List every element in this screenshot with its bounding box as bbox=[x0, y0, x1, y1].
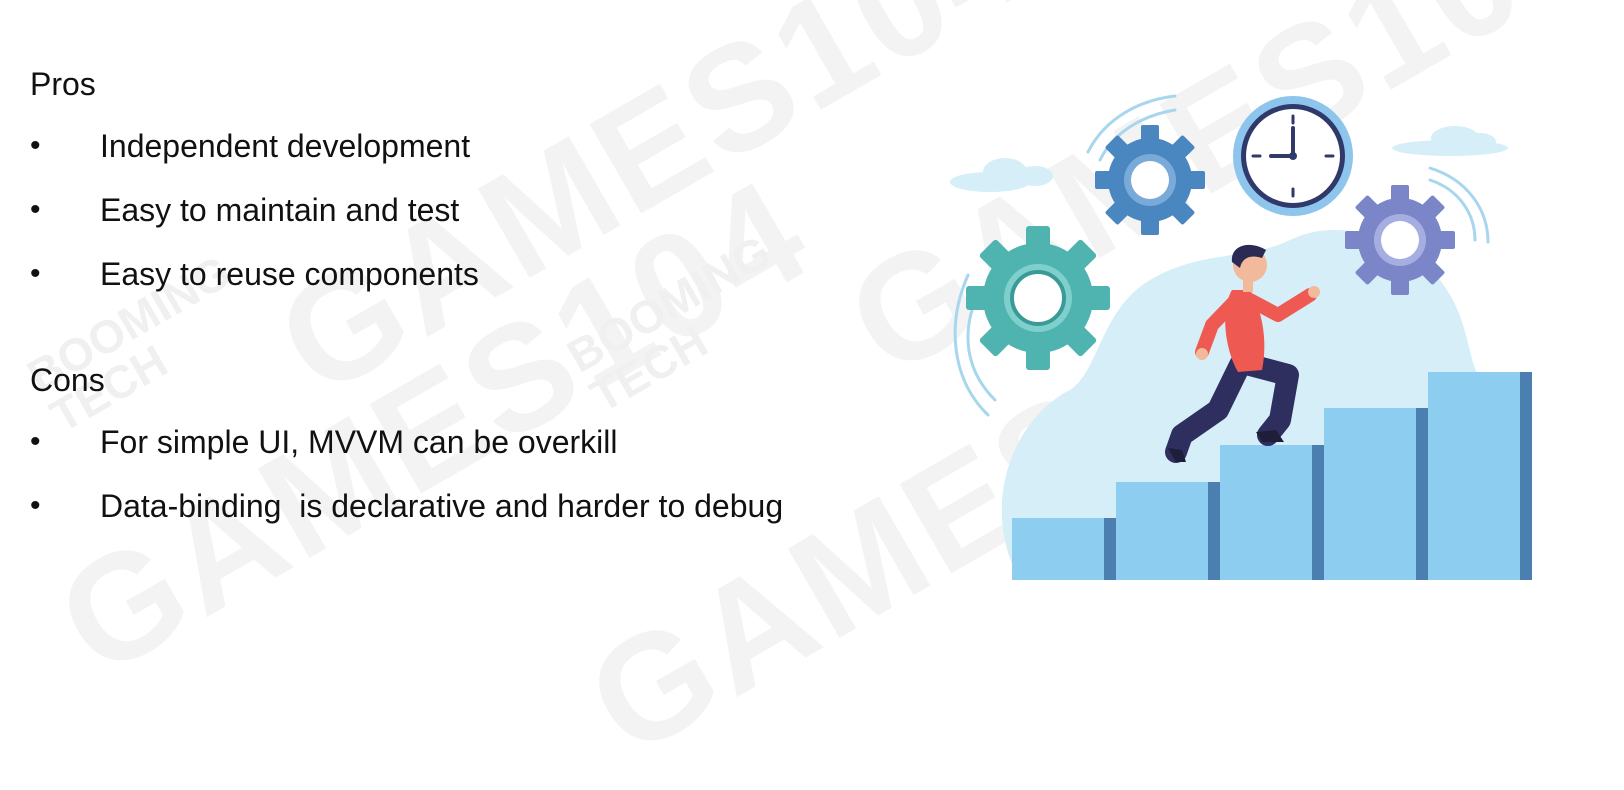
cons-section: Cons • For simple UI, MVVM can be overki… bbox=[30, 358, 910, 538]
bullet-icon: • bbox=[30, 489, 41, 522]
cloud-icon bbox=[1392, 126, 1508, 156]
list-item: • Easy to reuse components bbox=[30, 242, 910, 306]
bullet-icon: • bbox=[30, 425, 41, 458]
pros-title: Pros bbox=[30, 66, 96, 102]
list-item: • Data-binding is declarative and harder… bbox=[30, 474, 910, 538]
gear-icon bbox=[1345, 185, 1455, 295]
cloud-icon bbox=[950, 158, 1053, 192]
pros-list: • Independent development • Easy to main… bbox=[30, 114, 910, 306]
illustration-svg bbox=[950, 94, 1532, 580]
cons-list: • For simple UI, MVVM can be overkill • … bbox=[30, 410, 910, 538]
bullet-icon: • bbox=[30, 193, 41, 226]
person-figure bbox=[1165, 244, 1320, 463]
list-item-text: Easy to reuse components bbox=[100, 256, 479, 292]
progress-illustration bbox=[950, 90, 1570, 610]
cons-title: Cons bbox=[30, 362, 105, 398]
slide-content: Pros • Independent development • Easy to… bbox=[30, 62, 910, 538]
list-item: • For simple UI, MVVM can be overkill bbox=[30, 410, 910, 474]
list-item-text: Easy to maintain and test bbox=[100, 192, 460, 228]
bullet-icon: • bbox=[30, 129, 41, 162]
list-item: • Easy to maintain and test bbox=[30, 178, 910, 242]
list-item-text: Independent development bbox=[100, 128, 471, 164]
pros-section: Pros • Independent development • Easy to… bbox=[30, 62, 910, 306]
bullet-icon: • bbox=[30, 257, 41, 290]
list-item: • Independent development bbox=[30, 114, 910, 178]
stairs bbox=[1012, 372, 1532, 580]
list-item-text: For simple UI, MVVM can be overkill bbox=[100, 424, 618, 460]
gear-icon bbox=[966, 226, 1110, 370]
gear-icon bbox=[1095, 125, 1205, 235]
clock-icon bbox=[1233, 96, 1353, 216]
list-item-text: Data-binding is declarative and harder t… bbox=[100, 488, 784, 524]
